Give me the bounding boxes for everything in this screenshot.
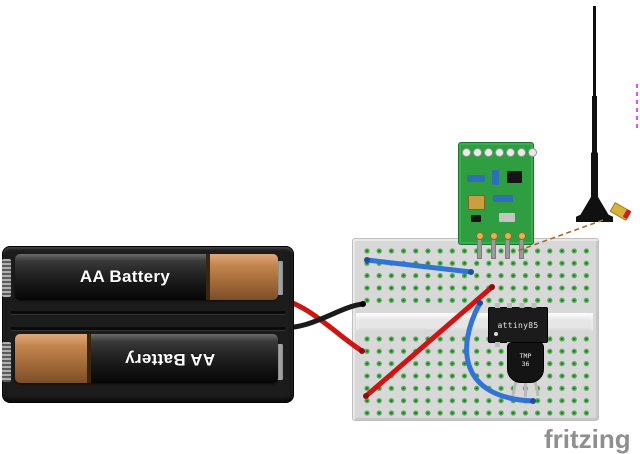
battery-positive-cap bbox=[15, 334, 91, 383]
antenna-rod-middle bbox=[592, 96, 597, 154]
fritzing-watermark: fritzing bbox=[544, 424, 631, 454]
battery-holder: AA Battery AA Battery bbox=[2, 246, 294, 403]
through-hole bbox=[484, 148, 493, 157]
attiny85-chip: attiny85 bbox=[488, 303, 548, 347]
module-pin bbox=[505, 240, 510, 259]
smd-resistor bbox=[493, 195, 513, 202]
breadboard-holes-bottom bbox=[361, 333, 594, 421]
antenna-rod-top bbox=[593, 6, 596, 98]
holder-ridge bbox=[11, 327, 285, 330]
solder-pad bbox=[518, 232, 526, 240]
spring-contact bbox=[2, 259, 11, 297]
pin1-marker bbox=[494, 332, 498, 336]
through-hole bbox=[517, 148, 526, 157]
through-hole bbox=[495, 148, 504, 157]
solder-pad bbox=[476, 232, 484, 240]
through-hole bbox=[462, 148, 471, 157]
module-through-holes bbox=[462, 148, 537, 157]
module-pin bbox=[491, 240, 496, 259]
smd-component bbox=[471, 215, 481, 222]
tmp36-sensor: TMP 36 bbox=[507, 342, 544, 383]
smd-resistor bbox=[467, 175, 485, 182]
solder-pad bbox=[490, 232, 498, 240]
breadboard bbox=[352, 238, 599, 421]
tmp36-label-line2: 36 bbox=[521, 360, 530, 368]
through-hole bbox=[473, 148, 482, 157]
antenna-rod-lower bbox=[591, 152, 598, 198]
solder-pad bbox=[504, 232, 512, 240]
battery-label: AA Battery bbox=[79, 267, 171, 286]
battery-label: AA Battery bbox=[124, 350, 216, 369]
contact-plate bbox=[275, 344, 283, 380]
aa-battery-top: AA Battery bbox=[15, 254, 278, 300]
holder-ridge bbox=[11, 311, 285, 314]
aa-battery-bottom: AA Battery bbox=[15, 334, 278, 383]
module-pin bbox=[519, 240, 524, 259]
smd-ic bbox=[507, 171, 522, 183]
contact-plate bbox=[275, 261, 283, 295]
crystal-oscillator bbox=[468, 195, 485, 210]
smd-capacitor bbox=[499, 213, 515, 222]
tmp36-leg bbox=[524, 381, 527, 397]
ic-pins-top bbox=[495, 303, 543, 308]
module-pin bbox=[477, 240, 482, 259]
connector-tip bbox=[622, 208, 632, 220]
spring-contact bbox=[2, 342, 11, 382]
tmp36-label-line1: TMP bbox=[519, 352, 532, 360]
through-hole bbox=[506, 148, 515, 157]
battery-positive-cap bbox=[206, 254, 278, 300]
antenna-base bbox=[576, 196, 613, 222]
rf-transmitter-module bbox=[458, 142, 537, 259]
selection-marker-line bbox=[636, 84, 638, 130]
smd-resistor bbox=[492, 170, 499, 185]
attiny85-label: attiny85 bbox=[497, 320, 539, 330]
through-hole bbox=[528, 148, 537, 157]
breadboard-center-channel bbox=[356, 313, 593, 331]
